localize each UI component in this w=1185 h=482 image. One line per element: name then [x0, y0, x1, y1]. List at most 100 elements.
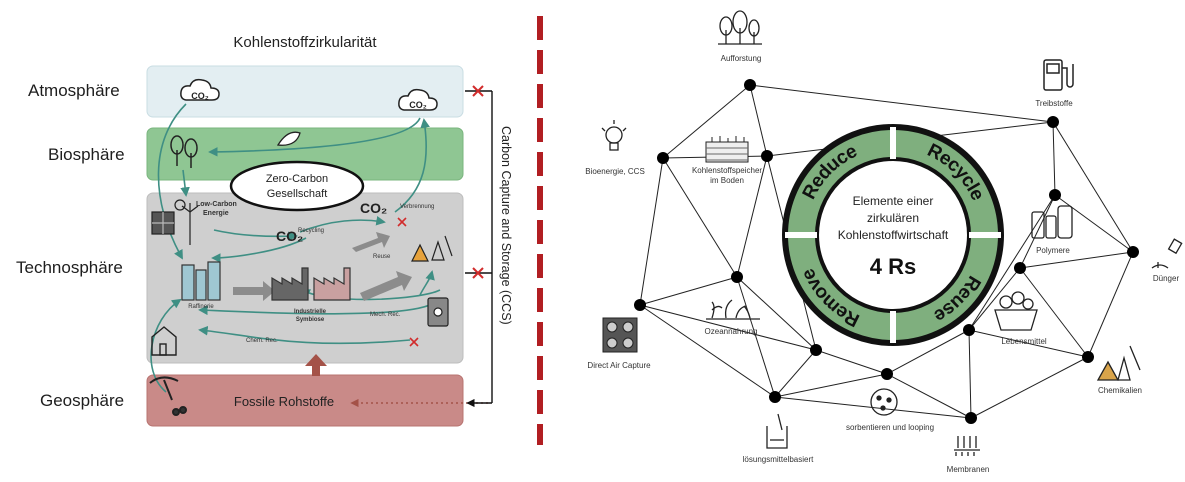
- aufforstung-icon: [718, 10, 762, 45]
- ozean-label: Ozeannahrung: [705, 327, 758, 336]
- four-rs-ring: [782, 124, 1004, 346]
- network-edge: [886, 373, 972, 419]
- membranen-label: Membranen: [947, 465, 990, 474]
- recycling-label: Recycling: [298, 228, 324, 234]
- chemicals-icon: [1096, 345, 1141, 381]
- network-edge: [639, 276, 738, 306]
- sorbent-icon: [870, 388, 898, 416]
- fuel-pump-icon: [1043, 59, 1074, 91]
- ccs-cross-icons: [472, 85, 484, 279]
- symbiose-label-1: Industrielle: [294, 309, 327, 315]
- polymer-bottles-icon: [1031, 205, 1073, 239]
- network-node-dot: [744, 79, 756, 91]
- network-nodes: [634, 79, 1139, 424]
- ccs-label: Carbon Capture and Storage (CCS): [499, 126, 513, 325]
- network-node-dot: [1014, 262, 1026, 274]
- grey-process-arrows: [233, 232, 412, 301]
- dac-label: Direct Air Capture: [587, 361, 651, 370]
- network-node-dot: [1047, 116, 1059, 128]
- food-basket-icon: [994, 291, 1038, 331]
- network-node-dot: [1049, 189, 1061, 201]
- solvent-beaker-icon: [766, 413, 788, 449]
- network-edge: [1019, 194, 1056, 269]
- kohlenstoffspeicher-label-1: Kohlenstoffspeicher: [692, 166, 762, 175]
- coral-icon: [706, 299, 760, 320]
- left-title: Kohlenstoffzirkularität: [233, 34, 377, 51]
- treibstoffe-label: Treibstoffe: [1035, 99, 1073, 108]
- geosphere-label: Geosphäre: [40, 391, 124, 410]
- network-node-dot: [731, 271, 743, 283]
- duenger-label: Dünger: [1153, 274, 1180, 283]
- loesung-label: lösungsmittelbasiert: [743, 455, 814, 464]
- co2-recycling-label: CO₂: [276, 228, 303, 244]
- network-node-dot: [657, 152, 669, 164]
- ccs-bracket: [465, 90, 493, 408]
- dac-grid-icon: [602, 317, 638, 353]
- verbrennung-label: Verbrennung: [400, 204, 434, 210]
- leaf-icon: [276, 131, 301, 146]
- network-edge: [1052, 121, 1056, 196]
- co2-cloud-left-icon: CO₂: [180, 78, 220, 101]
- network-edge: [749, 84, 768, 157]
- house-icon: [151, 326, 177, 356]
- zero-carbon-society: Zero-Carbon Gesellschaft: [229, 160, 365, 212]
- network-edge: [886, 329, 970, 375]
- flasks-icon: [411, 235, 453, 262]
- atmosphere-label: Atmosphäre: [28, 81, 120, 100]
- lightbulb-icon: [601, 120, 627, 151]
- lebensmittel-label: Lebensmittel: [1001, 337, 1047, 346]
- low-carbon-label: Low-Carbon: [196, 201, 237, 208]
- network-edge: [736, 276, 776, 398]
- chemikalien-label: Chemikalien: [1098, 386, 1142, 395]
- network-edge: [968, 194, 1056, 331]
- network-node-dot: [810, 344, 822, 356]
- center-line-1: Elemente einer: [853, 194, 934, 208]
- network-edge: [736, 276, 817, 351]
- reuse-label: Reuse: [373, 254, 391, 260]
- aufforstung-label: Aufforstung: [721, 54, 762, 63]
- network-edge: [968, 329, 1089, 358]
- network-edge: [749, 84, 1054, 123]
- kohlenstoffspeicher-label-2: im Boden: [710, 176, 744, 185]
- network-edge: [662, 157, 738, 278]
- network-edge: [736, 155, 768, 278]
- network-edge: [1052, 121, 1134, 253]
- co2-cloud-right-icon: CO₂: [398, 88, 438, 111]
- network-edge: [968, 329, 972, 419]
- soil-storage-icon: [705, 136, 749, 163]
- network-node-dot: [1082, 351, 1094, 363]
- membrane-icon: [954, 436, 980, 456]
- center-line-2: zirkulären: [867, 211, 919, 225]
- network-edge: [639, 304, 776, 398]
- network-edge: [970, 356, 1089, 419]
- network-node-dot: [965, 412, 977, 424]
- chem-rec-label: Chem. Rec.: [246, 338, 278, 344]
- polymere-label: Polymere: [1036, 246, 1070, 255]
- network-edge: [1019, 251, 1134, 269]
- fossil-uplift-arrow: [305, 354, 327, 376]
- center-big-label: 4 Rs: [870, 254, 916, 279]
- svg-text:Zero-Carbon: Zero-Carbon: [266, 173, 328, 185]
- recycling-bin-icon: [427, 297, 449, 327]
- network-edge: [774, 396, 972, 419]
- network-node-dot: [963, 324, 975, 336]
- network-edge: [662, 84, 751, 159]
- network-edge: [774, 373, 888, 398]
- network-edge: [815, 349, 888, 375]
- raffinerie-label: Raffinerie: [188, 304, 214, 310]
- bioenergie-label: Bioenergie, CCS: [585, 167, 645, 176]
- center-line-3: Kohlenstoffwirtschaft: [838, 228, 949, 242]
- network-edge: [1087, 251, 1134, 358]
- network-edge: [639, 304, 817, 351]
- svg-text:CO₂: CO₂: [409, 100, 427, 110]
- refinery-icon: [181, 261, 221, 301]
- fertilizer-icon: [1151, 238, 1183, 269]
- factory-icon: [271, 267, 351, 301]
- network-edge: [1019, 267, 1089, 358]
- network-node-dot: [761, 150, 773, 162]
- atmosphere-band: [146, 65, 464, 118]
- sorbentien-label: sorbentieren und looping: [846, 423, 934, 432]
- mech-rec-label: Mech. Rec.: [370, 312, 401, 318]
